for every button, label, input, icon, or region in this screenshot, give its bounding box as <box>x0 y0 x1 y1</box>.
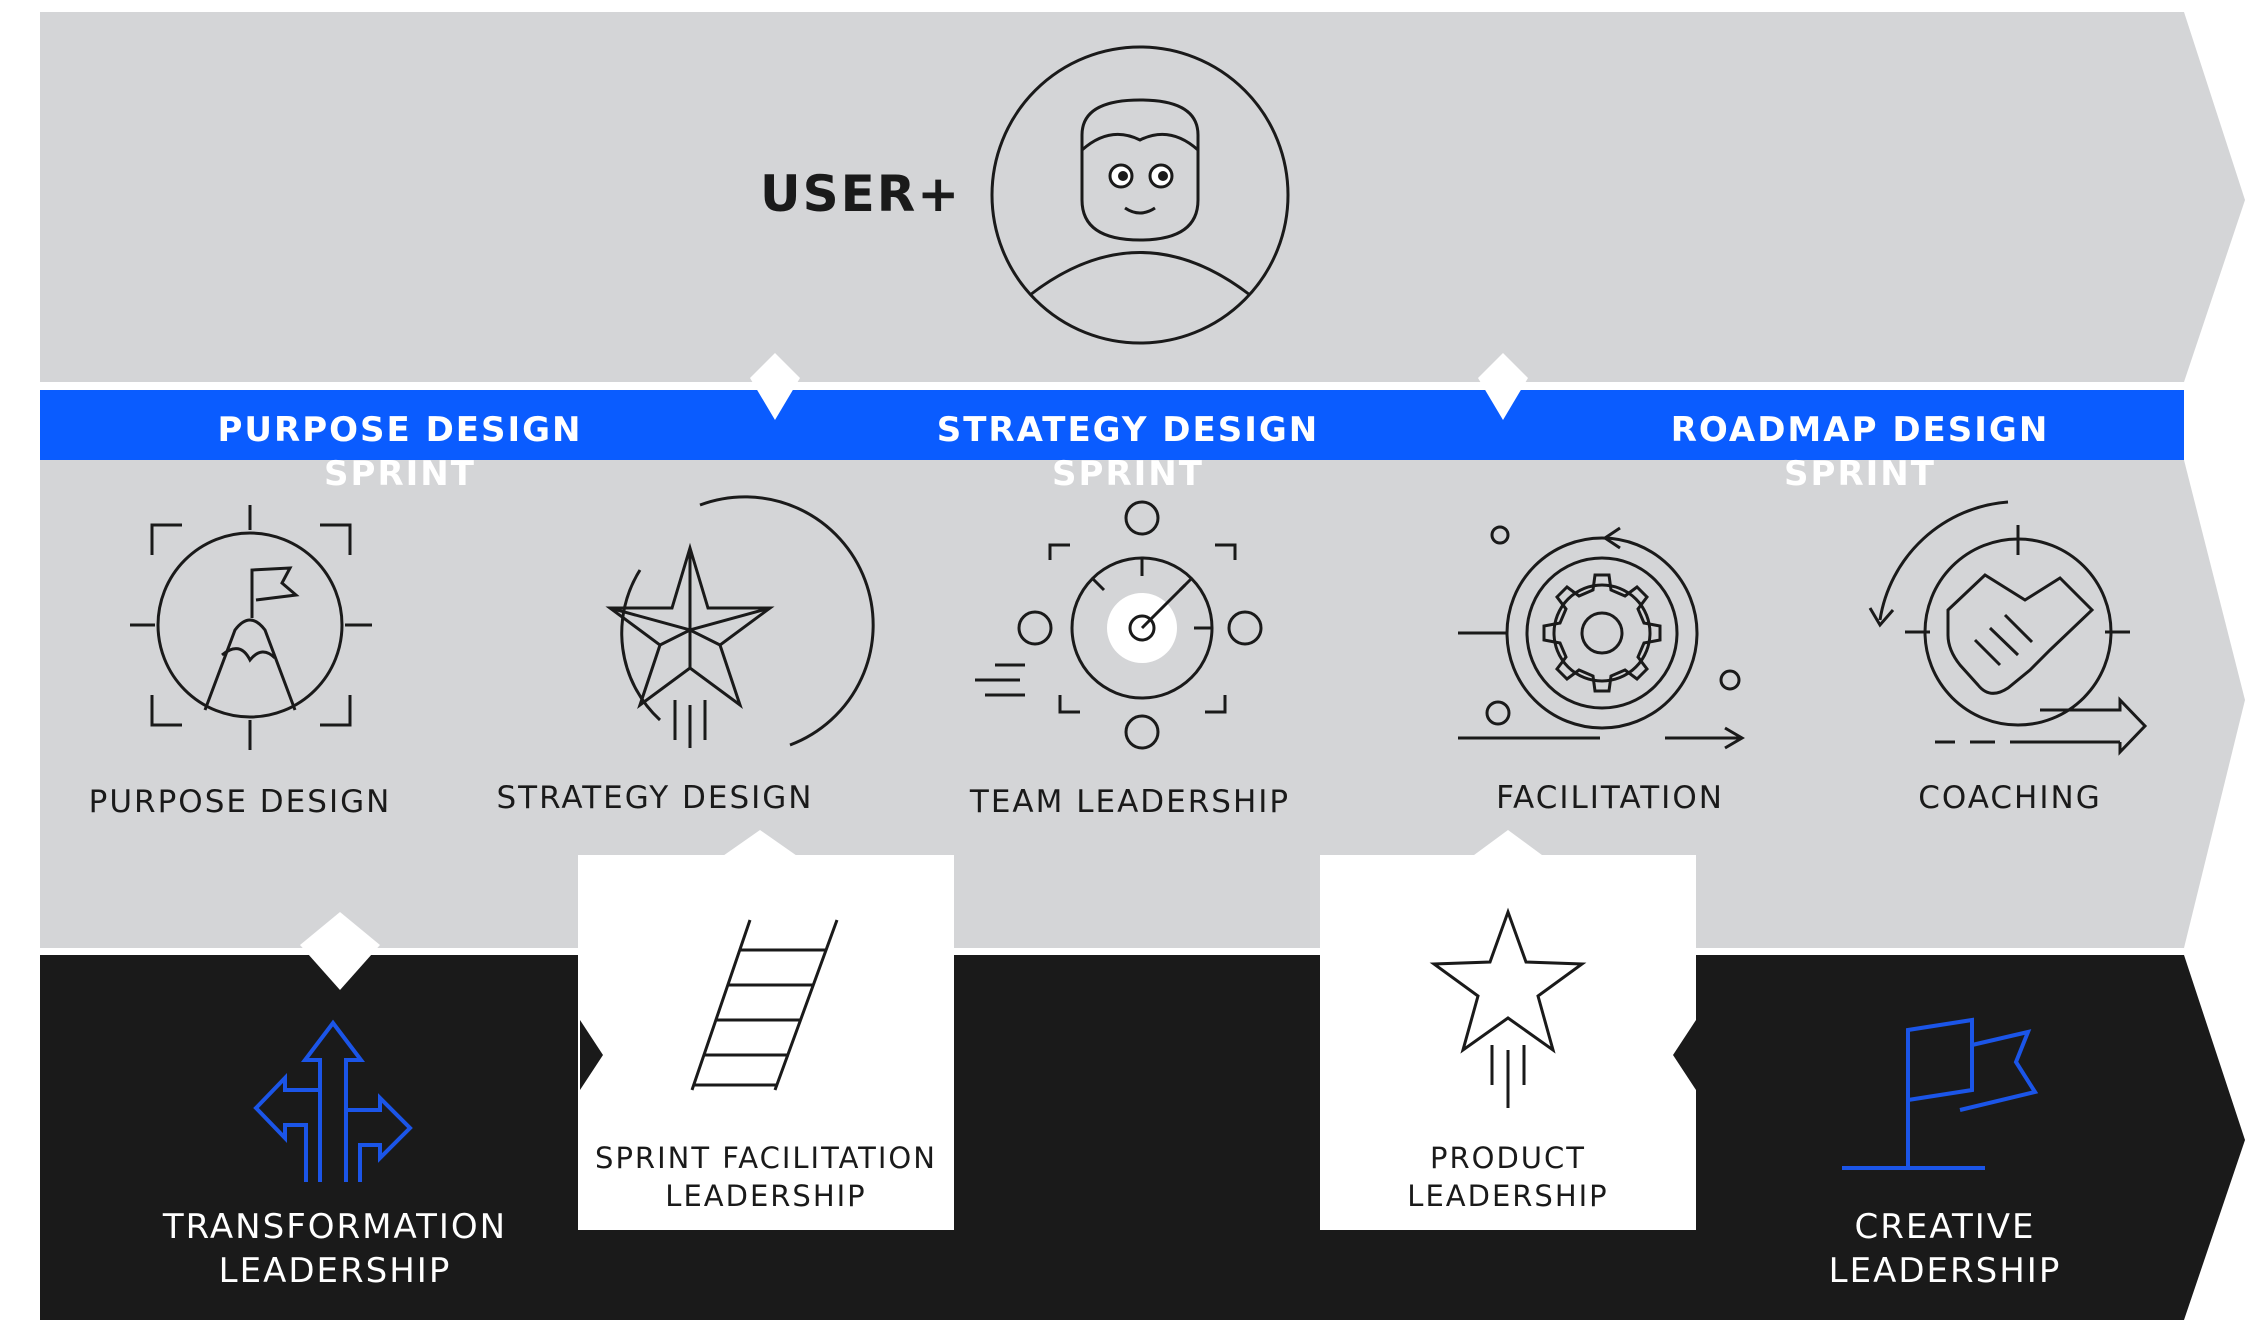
box-notch-2-left <box>1673 1020 1696 1090</box>
box-notch-1-left <box>580 1020 603 1090</box>
user-avatar-icon <box>990 45 1290 345</box>
skills-band <box>40 460 2245 948</box>
leadership-label-transformation-line2: LEADERSHIP <box>218 1251 452 1292</box>
skill-label-facilitation: FACILITATION <box>1496 780 1724 816</box>
leadership-label-product: PRODUCT LEADERSHIP <box>1320 1140 1696 1215</box>
user-band <box>40 12 2245 382</box>
flag-icon <box>1842 1017 2039 1170</box>
sprint-divider-1 <box>750 353 800 420</box>
box-notch-2-top <box>1470 830 1546 858</box>
sprint-bar <box>40 390 2184 460</box>
team-target-icon <box>975 500 1263 750</box>
leadership-label-product-line2: LEADERSHIP <box>1407 1178 1609 1213</box>
leadership-label-sprint-facilitation: SPRINT FACILITATION LEADERSHIP <box>578 1140 954 1215</box>
gear-cycle-icon <box>1458 525 1745 750</box>
leadership-label-sprint-facilitation-line1: SPRINT FACILITATION <box>595 1141 937 1175</box>
leadership-label-creative: CREATIVE LEADERSHIP <box>1800 1205 2090 1293</box>
leadership-label-creative-line1: CREATIVE <box>1854 1207 2036 1247</box>
skill-label-purpose-design: PURPOSE DESIGN <box>88 784 392 820</box>
sprint-label-strategy: STRATEGY DESIGN SPRINT <box>936 410 1320 495</box>
sprint-label-roadmap: ROADMAP DESIGN SPRINT <box>1670 410 2050 495</box>
sprint-facilitation-box <box>578 855 954 1230</box>
box-notch-1-top <box>720 830 800 858</box>
rising-star-icon <box>1429 907 1587 1108</box>
direction-arrows-icon <box>253 1019 413 1182</box>
ladder-icon <box>690 919 839 1091</box>
leadership-label-product-line1: PRODUCT <box>1430 1141 1586 1175</box>
leadership-label-creative-line2: LEADERSHIP <box>1828 1251 2062 1292</box>
skill-label-team-leadership: TEAM LEADERSHIP <box>969 784 1291 820</box>
user-label: USER+ <box>760 165 962 223</box>
skill-label-strategy-design: STRATEGY DESIGN <box>496 780 814 816</box>
mountain-flag-icon <box>130 505 372 750</box>
skills-notch <box>300 912 380 990</box>
leadership-label-transformation: TRANSFORMATION LEADERSHIP <box>140 1205 530 1293</box>
leadership-label-transformation-line1: TRANSFORMATION <box>162 1207 508 1247</box>
skill-label-coaching: COACHING <box>1918 780 2102 816</box>
sprint-label-purpose: PURPOSE DESIGN SPRINT <box>217 410 583 495</box>
leadership-label-sprint-facilitation-line2: LEADERSHIP <box>665 1178 867 1213</box>
star-icon <box>605 495 875 748</box>
handshake-icon <box>1868 500 2148 756</box>
product-leadership-box <box>1320 855 1696 1230</box>
sprint-divider-2 <box>1478 353 1528 420</box>
